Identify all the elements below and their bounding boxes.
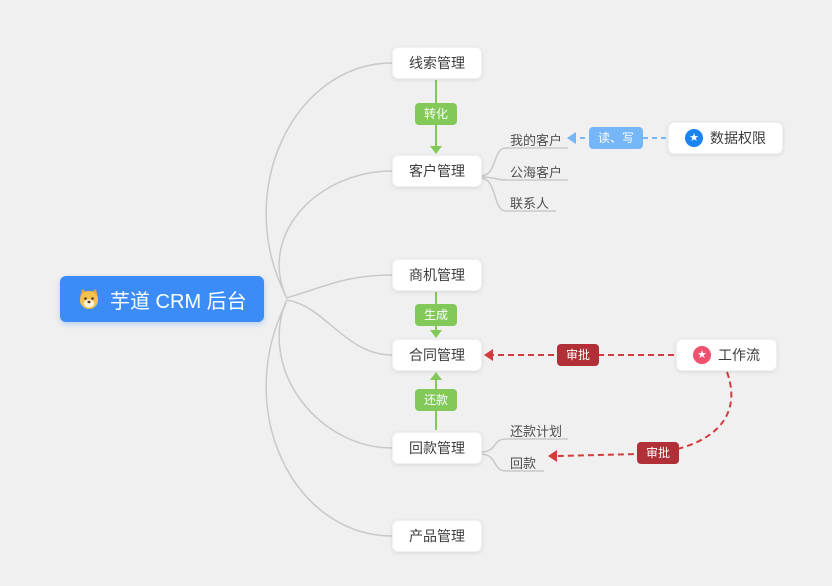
customer-children-curves [479, 147, 568, 212]
node-receivables-label: 回款管理 [409, 440, 465, 456]
node-workflow: 工作流 [676, 339, 777, 371]
badge-approve-contract: 审批 [556, 344, 600, 366]
node-products: 产品管理 [392, 520, 482, 552]
subnode-public-customers: 公海客户 [510, 165, 563, 180]
dog-icon [80, 289, 98, 309]
node-data-permission-label: 数据权限 [710, 130, 766, 146]
node-workflow-label: 工作流 [718, 347, 760, 363]
root-node: 芋道 CRM 后台 [60, 276, 264, 322]
node-leads-label: 线索管理 [409, 55, 465, 71]
subnode-contacts: 联系人 [510, 196, 550, 211]
node-contracts-label: 合同管理 [409, 347, 465, 363]
node-products-label: 产品管理 [409, 528, 465, 544]
subnode-receivable: 回款 [510, 456, 537, 471]
receivable-children-curves [479, 438, 568, 472]
subnode-my-customers: 我的客户 [510, 133, 563, 148]
root-branch-curves [265, 62, 393, 537]
badge-convert: 转化 [414, 103, 458, 125]
badge-read-write: 读、写 [588, 127, 644, 149]
node-leads: 线索管理 [392, 47, 482, 79]
node-contracts: 合同管理 [392, 339, 482, 371]
node-customers-label: 客户管理 [409, 163, 465, 179]
node-opportunities: 商机管理 [392, 259, 482, 291]
badge-repay: 还款 [414, 389, 458, 411]
root-label: 芋道 CRM 后台 [110, 290, 247, 313]
star-icon [685, 129, 703, 147]
badge-approve-receivable: 审批 [636, 442, 680, 464]
node-opportunities-label: 商机管理 [409, 267, 465, 283]
node-receivables: 回款管理 [392, 432, 482, 464]
badge-generate: 生成 [414, 304, 458, 326]
star-icon [693, 346, 711, 364]
subnode-repayment-plan: 还款计划 [510, 424, 563, 439]
node-customers: 客户管理 [392, 155, 482, 187]
node-data-permission: 数据权限 [668, 122, 783, 154]
